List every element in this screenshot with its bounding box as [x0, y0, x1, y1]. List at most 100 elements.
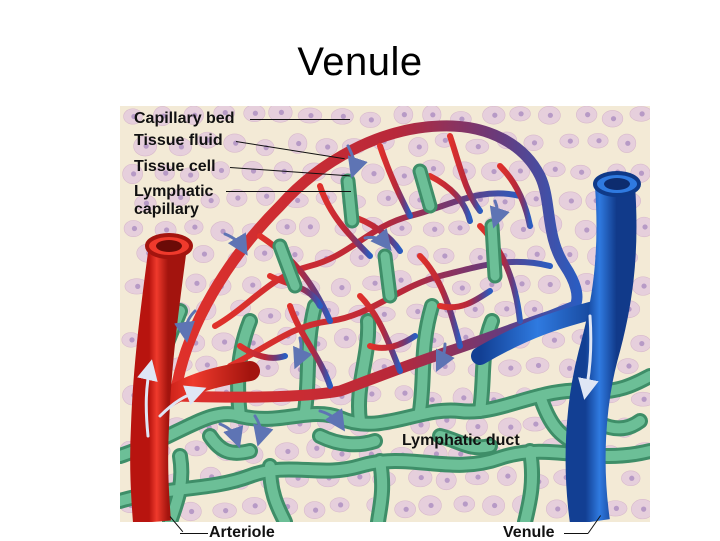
tissue-cell-nucleus — [281, 168, 287, 174]
leader-venule — [564, 533, 588, 534]
tissue-cell-nucleus — [459, 116, 465, 122]
tissue-cell-nucleus — [461, 395, 467, 401]
tissue-cell-nucleus — [403, 506, 409, 512]
tissue-cell-nucleus — [457, 225, 463, 231]
tissue-cell-nucleus — [250, 340, 256, 346]
tissue-cell-nucleus — [502, 199, 508, 205]
tissue-cell-nucleus — [163, 170, 169, 176]
tissue-cell-nucleus — [129, 337, 135, 343]
tissue-cell-nucleus — [641, 283, 647, 289]
leader-arteriole — [180, 533, 208, 534]
tissue-cell-nucleus — [368, 117, 374, 123]
tissue-cell-nucleus — [508, 365, 514, 371]
tissue-cell-nucleus — [339, 284, 345, 291]
tissue-cell-nucleus — [402, 390, 408, 396]
tissue-cell-nucleus — [584, 279, 591, 286]
tissue-cell-nucleus — [201, 251, 208, 257]
tissue-cell-nucleus — [135, 283, 141, 289]
tissue-cell-nucleus — [463, 334, 469, 340]
tissue-cell-nucleus — [401, 173, 407, 179]
tissue-cell — [631, 276, 650, 296]
tissue-cell-nucleus — [192, 112, 198, 118]
tissue-cell — [631, 499, 650, 520]
tissue-cell-nucleus — [164, 227, 170, 233]
tissue-cell-nucleus — [462, 501, 468, 507]
tissue-cell-nucleus — [296, 140, 302, 147]
tissue-cell-nucleus — [491, 168, 497, 175]
flow-arrow — [489, 199, 510, 229]
tissue-cell-nucleus — [194, 280, 200, 286]
tissue-cell-nucleus — [418, 422, 424, 428]
slide-title: Venule — [297, 40, 423, 84]
tissue-cell-nucleus — [381, 311, 387, 317]
tissue-cell-nucleus — [567, 365, 573, 371]
label-lymphatic-capillary-line1: Lymphatic — [134, 183, 214, 200]
tissue-cell-nucleus — [131, 171, 137, 177]
tissue-cell-nucleus — [188, 172, 194, 178]
tissue-cell-nucleus — [192, 224, 198, 230]
tissue-cell-nucleus — [433, 451, 440, 457]
tissue-cell-nucleus — [442, 253, 448, 259]
tissue-cell-nucleus — [442, 137, 448, 143]
tissue-cell-nucleus — [531, 306, 538, 312]
tissue-cell-nucleus — [428, 502, 434, 509]
tissue-cell-nucleus — [415, 308, 421, 315]
tissue-cell-nucleus — [568, 198, 574, 204]
tissue-cell-nucleus — [339, 451, 345, 457]
tissue-cell-nucleus — [264, 193, 270, 199]
arteriole-vessel — [130, 243, 187, 522]
tissue-cell-nucleus — [613, 505, 619, 511]
tissue-cell-nucleus — [416, 144, 422, 150]
tissue-cell-nucleus — [265, 364, 271, 370]
tissue-cell-nucleus — [314, 445, 320, 451]
tissue-cell-nucleus — [533, 196, 539, 202]
tissue-cell-nucleus — [222, 110, 228, 116]
tissue-cell-nucleus — [629, 475, 635, 481]
tissue-cell-nucleus — [444, 477, 450, 483]
tissue-cell-nucleus — [418, 474, 424, 481]
tissue-cell-nucleus — [262, 250, 268, 256]
tissue-cell-nucleus — [325, 144, 331, 150]
flow-arrow — [293, 336, 313, 370]
tissue-cell-nucleus — [223, 508, 229, 514]
tissue-cell-nucleus — [222, 339, 228, 345]
tissue-cell-nucleus — [442, 363, 448, 369]
tissue-cell-nucleus — [555, 506, 561, 512]
tissue-cell-nucleus — [369, 391, 375, 397]
tissue-cell-nucleus — [610, 116, 617, 122]
tissue-cell-nucleus — [252, 503, 258, 509]
tissue-cell-nucleus — [178, 144, 185, 150]
tissue-cell-nucleus — [189, 508, 195, 515]
venule-flow-arrow — [578, 314, 599, 400]
tissue-cell-nucleus — [218, 167, 225, 174]
arteriole-flow-arrow — [158, 385, 207, 418]
tissue-cell-nucleus — [205, 137, 212, 143]
tissue-cell-nucleus — [459, 285, 465, 291]
tissue-cell-nucleus — [475, 474, 481, 480]
tissue-cell-nucleus — [520, 226, 527, 232]
arteriole-flow-arrow — [137, 359, 158, 438]
tissue-cell-nucleus — [534, 251, 540, 257]
tissue-cell-nucleus — [292, 252, 298, 258]
flow-arrow — [318, 408, 345, 432]
tissue-cell-nucleus — [517, 168, 524, 174]
label-tissue-fluid: Tissue fluid — [134, 132, 223, 149]
tissue-cell-nucleus — [492, 502, 498, 509]
tissue-cell-nucleus — [263, 145, 269, 151]
tissue-cell-nucleus — [143, 143, 149, 149]
tissue-cell-nucleus — [250, 282, 256, 288]
tissue-cell-nucleus — [533, 421, 539, 427]
tissue-cell-nucleus — [131, 113, 137, 120]
tissue-cell-nucleus — [194, 445, 200, 451]
tissue-cell-nucleus — [160, 113, 167, 119]
venule-vessel — [565, 184, 637, 522]
tissue-cell-nucleus — [492, 112, 498, 118]
tissue-cell-nucleus — [430, 166, 437, 172]
tissue-cell-nucleus — [585, 111, 591, 118]
tissue-cell-nucleus — [312, 507, 319, 513]
flow-arrow — [363, 228, 392, 252]
tissue-cell-nucleus — [639, 340, 645, 347]
tissue-cell-nucleus — [551, 337, 558, 343]
flow-arrow — [174, 309, 197, 343]
flow-arrow — [253, 414, 274, 447]
